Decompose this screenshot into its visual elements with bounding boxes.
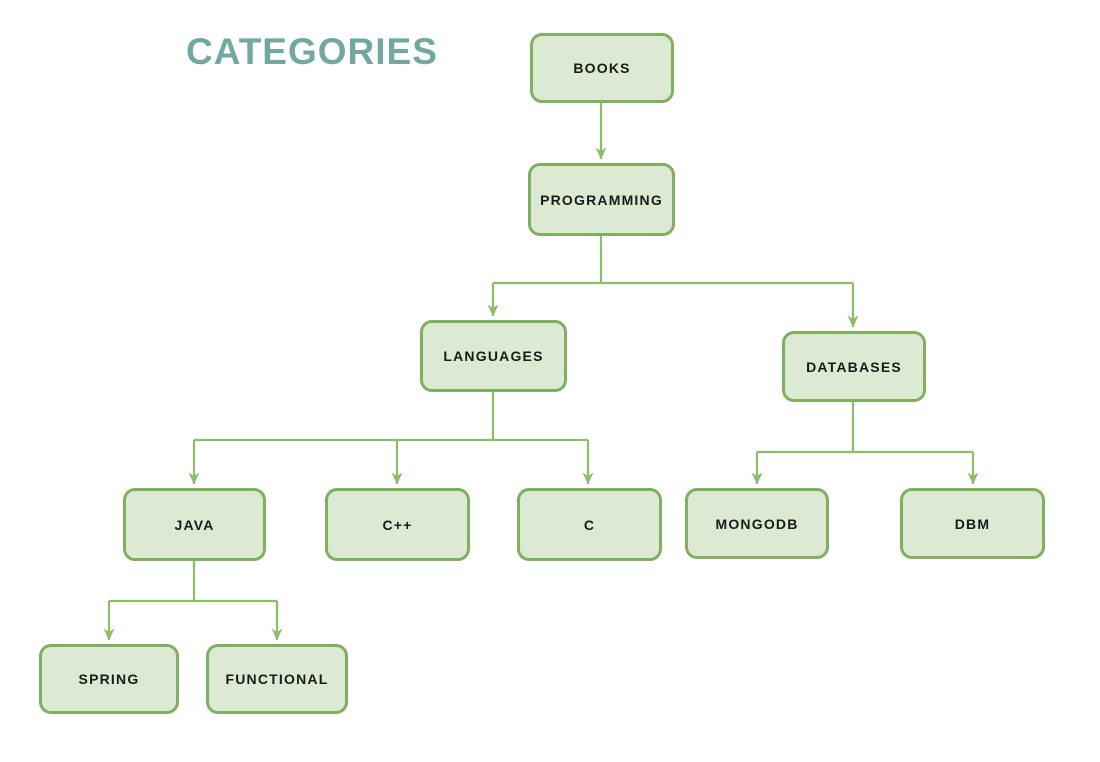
node-databases-label: DATABASES [806,358,902,375]
node-functional[interactable]: FUNCTIONAL [206,644,348,714]
node-dbm[interactable]: DBM [900,488,1045,559]
node-languages-label: LANGUAGES [443,348,544,364]
node-spring-label: SPRING [78,671,140,687]
node-books-label: BOOKS [573,60,631,76]
node-mongodb[interactable]: MONGODB [685,488,829,559]
diagram-title: CATEGORIES [186,31,438,72]
node-books[interactable]: BOOKS [530,33,674,103]
node-programming[interactable]: PROGRAMMING [528,163,675,236]
node-dbm-label: DBM [954,515,991,532]
node-c[interactable]: C [517,488,662,561]
node-java-label: JAVA [174,516,215,533]
node-cpp[interactable]: C++ [325,488,470,561]
node-databases[interactable]: DATABASES [782,331,926,402]
node-mongodb-label: MONGODB [715,515,799,532]
node-cpp-label: C++ [382,516,413,533]
node-functional-label: FUNCTIONAL [225,671,329,687]
node-programming-label: PROGRAMMING [540,191,663,208]
node-c-label: C [583,516,596,533]
node-java[interactable]: JAVA [123,488,266,561]
node-languages[interactable]: LANGUAGES [420,320,567,392]
node-spring[interactable]: SPRING [39,644,179,714]
